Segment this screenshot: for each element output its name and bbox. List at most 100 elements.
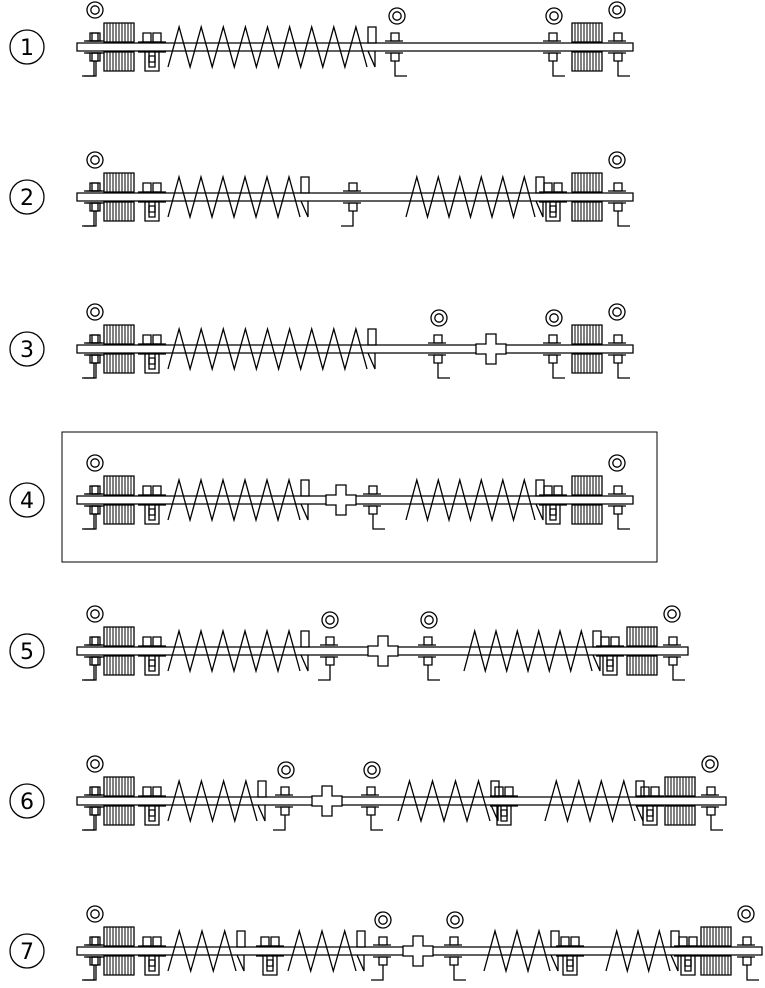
pendant-pin <box>143 486 151 495</box>
bracket-foot <box>82 665 94 680</box>
bracket-pin-bottom <box>90 957 98 965</box>
spring-end-plate <box>301 177 309 193</box>
bracket-foot <box>318 665 330 680</box>
ring-marker-icon <box>550 314 558 322</box>
pendant-cup-inner <box>149 52 155 67</box>
pendant-block <box>567 960 573 966</box>
spring-end-plate <box>301 631 309 647</box>
bracket-pin-top <box>391 33 399 41</box>
variant-number: 5 <box>20 640 34 665</box>
spring-end-plate <box>237 931 245 947</box>
spring-end-plate <box>593 631 601 647</box>
bracket-pin-bottom <box>90 53 98 61</box>
pendant-block <box>149 960 155 966</box>
bracket-pin-bottom <box>614 203 622 211</box>
bracket-pin-top <box>614 486 622 494</box>
pendant-block <box>550 206 556 212</box>
ring-marker-icon <box>431 310 447 326</box>
cross-coupling <box>326 485 356 515</box>
variant-number-circle <box>10 180 44 214</box>
ring-marker-icon <box>435 314 443 322</box>
pendant-block <box>149 660 155 666</box>
spring-end-plate <box>357 931 365 947</box>
ring-marker-icon <box>91 156 99 164</box>
pendant-cup-inner <box>149 202 155 217</box>
pendant-cup-inner <box>501 806 507 821</box>
cross-coupling <box>368 636 398 666</box>
cross-coupling <box>403 936 433 966</box>
bracket-foot <box>618 363 630 378</box>
spring-coil <box>464 631 592 671</box>
spring-end-plate <box>536 480 544 496</box>
ring-marker-icon <box>609 455 625 471</box>
pendant-cup <box>546 505 560 524</box>
bracket-pin-bottom <box>92 957 100 965</box>
spring-end-plate <box>491 805 498 821</box>
spring-coil <box>168 329 367 369</box>
variant-number: 3 <box>20 338 34 363</box>
bracket-pin-bottom <box>90 807 98 815</box>
bracket-foot <box>438 363 450 378</box>
ring-marker-icon <box>738 906 754 922</box>
bracket-pin-bottom <box>326 657 334 665</box>
spring-end-plate <box>258 805 265 821</box>
bracket-pin-top <box>669 637 677 645</box>
spring-end-plate <box>237 955 244 971</box>
spring-end-plate <box>593 655 600 671</box>
pendant-cup-inner <box>550 202 556 217</box>
ring-marker-icon <box>91 6 99 14</box>
bracket-foot <box>711 815 723 830</box>
bracket-pin-top <box>549 33 557 41</box>
variant-row: 1 <box>10 2 633 76</box>
pendant-pin <box>143 937 151 946</box>
bracket-pin-bottom <box>434 355 442 363</box>
variant-number-circle <box>10 30 44 64</box>
pendant-cup <box>145 52 159 71</box>
bracket-pin-bottom <box>669 657 677 665</box>
bracket-pin-top <box>450 937 458 945</box>
ring-marker-icon <box>375 912 391 928</box>
bracket-foot <box>273 815 285 830</box>
ring-marker-icon <box>609 2 625 18</box>
bracket-foot <box>553 363 565 378</box>
ring-marker-icon <box>451 916 459 924</box>
bracket-pin-top <box>614 33 622 41</box>
pendant-block <box>550 509 556 515</box>
bracket-pin-top <box>92 937 100 945</box>
ring-marker-icon <box>702 756 718 772</box>
ring-marker-icon <box>447 912 463 928</box>
pendant-pin <box>271 937 279 946</box>
variant-row: 2 <box>10 152 633 226</box>
pendant-cup <box>145 505 159 524</box>
bracket-pin-bottom <box>743 957 751 965</box>
bracket-pin-bottom <box>367 807 375 815</box>
ring-marker-icon <box>389 8 405 24</box>
bracket-foot <box>553 61 565 76</box>
ring-marker-icon <box>91 459 99 467</box>
variant-row: 4 <box>10 432 657 562</box>
pendant-pin <box>143 33 151 42</box>
bracket-foot <box>673 665 685 680</box>
spring-end-plate <box>551 955 558 971</box>
bracket-pin-top <box>326 637 334 645</box>
pendant-cup-inner <box>149 505 155 520</box>
bracket-pin-bottom <box>549 53 557 61</box>
bracket-pin-bottom <box>379 957 387 965</box>
pendant-cup <box>603 656 617 675</box>
bracket-pin-top <box>743 937 751 945</box>
spring-end-plate <box>301 504 308 520</box>
spring-coil <box>484 931 550 971</box>
ring-marker-icon <box>278 762 294 778</box>
spring-coil <box>168 931 236 971</box>
pendant-pin <box>689 937 697 946</box>
bracket-pin-bottom <box>90 203 98 211</box>
pendant-pin <box>143 637 151 646</box>
bracket-foot <box>341 211 353 226</box>
pendant-cup <box>145 656 159 675</box>
pendant-cup-inner <box>149 956 155 971</box>
ring-marker-icon <box>613 156 621 164</box>
ring-marker-icon <box>742 910 750 918</box>
spring-coil <box>168 480 300 520</box>
ring-marker-icon <box>393 12 401 20</box>
